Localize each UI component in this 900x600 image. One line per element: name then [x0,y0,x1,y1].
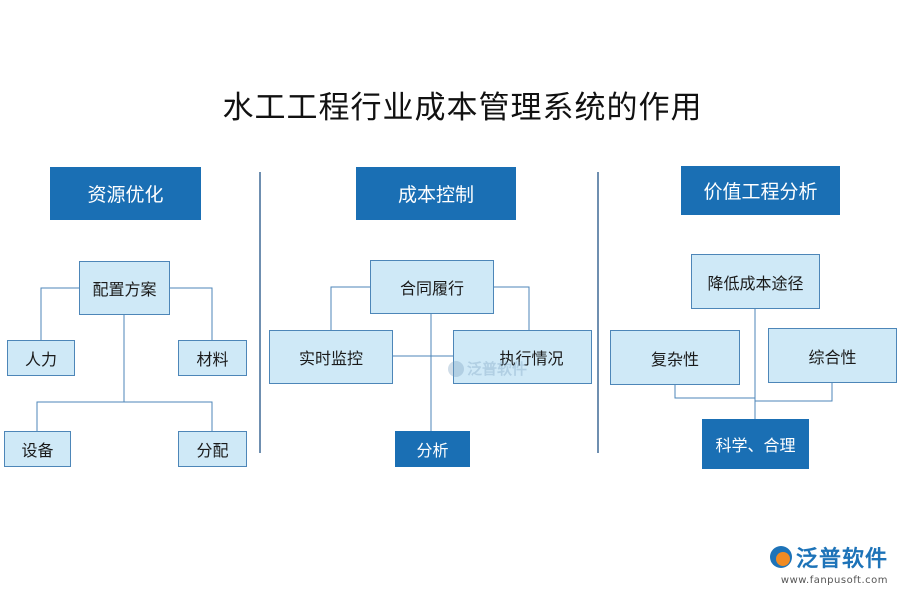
node-materials: 材料 [178,340,247,376]
connector-zonghe-to-result [755,383,833,402]
node-equipment: 设备 [4,431,71,467]
node-analysis: 分析 [395,431,470,467]
node-cost-reduction-paths: 降低成本途径 [691,254,820,309]
header-cost-control: 成本控制 [356,167,516,220]
connector-branch-shebei [36,401,124,432]
logo-url: www.fanpusoft.com [780,575,888,586]
watermark-logo-icon [448,360,464,377]
fanpu-logo-icon [769,546,792,568]
node-allocation-plan: 配置方案 [79,261,170,315]
separator-left [259,172,261,453]
header-value-engineering: 价值工程分析 [681,166,840,215]
connector-root-to-cailiao [169,287,213,341]
node-manpower: 人力 [7,340,75,376]
watermark: 泛普软件 [448,358,527,379]
connector-root-to-renli [40,287,80,341]
diagram-title: 水工工程行业成本管理系统的作用 [222,90,703,126]
logo-name: 泛普软件 [795,547,888,572]
brand-logo: 泛普软件 www.fanpusoft.com [769,541,888,586]
watermark-text: 泛普软件 [467,360,528,378]
node-execution-status: 执行情况 [453,330,592,384]
header-resource-optimization: 资源优化 [50,167,201,220]
node-comprehensiveness: 综合性 [768,328,897,383]
connector-root-to-zhixing [493,286,530,331]
node-realtime-monitoring: 实时监控 [269,330,393,384]
node-contract-performance: 合同履行 [370,260,494,314]
node-scientific-reasonable: 科学、合理 [702,419,809,469]
connector-root-to-jiankong [330,286,371,331]
node-distribution: 分配 [178,431,247,467]
connector-fuza-to-result [674,385,755,399]
connector-branch-fenpei [124,401,213,432]
node-complexity: 复杂性 [610,330,740,385]
separator-right [597,172,599,453]
